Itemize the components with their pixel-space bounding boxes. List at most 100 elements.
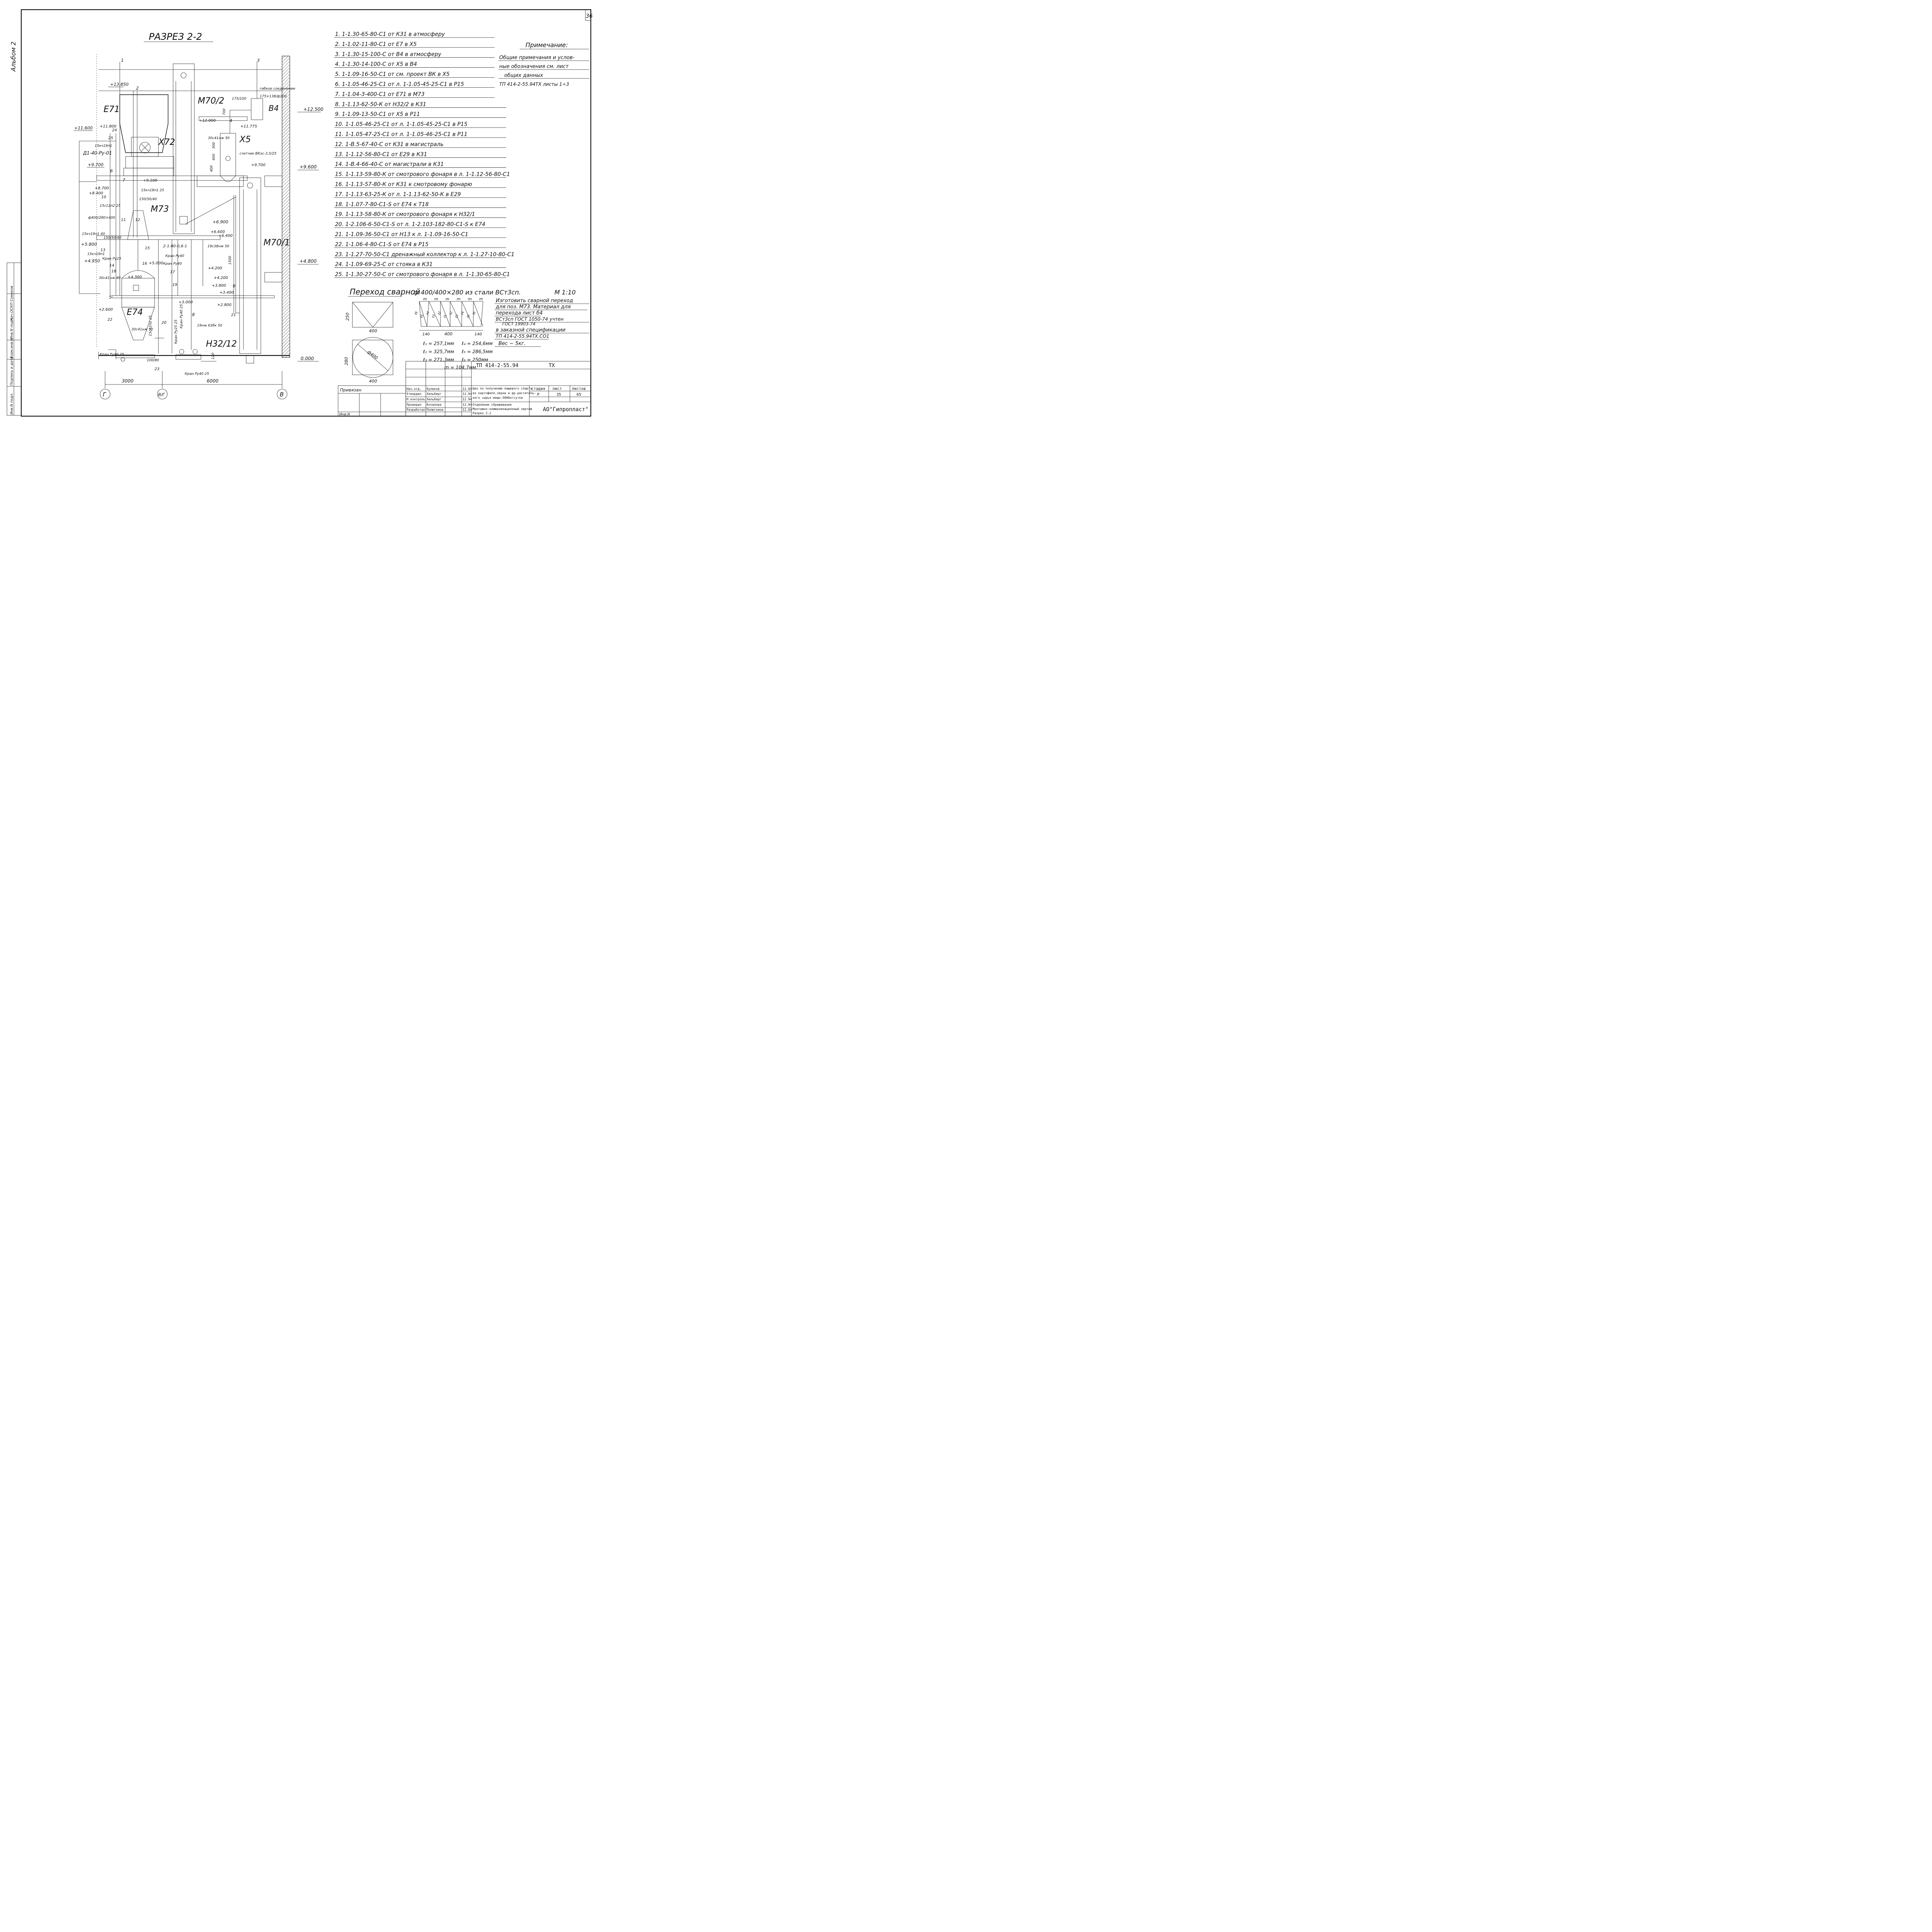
callout-15c12-25: 15с12п2 25 (149, 315, 153, 336)
m-mark: m (479, 297, 483, 301)
len-5: ℓ₅ = 286,5мм (461, 349, 493, 354)
callout-phi400: ф400/280×400 (88, 216, 115, 220)
sheet-number: 36 (586, 13, 593, 19)
num-17: 17 (170, 270, 175, 274)
pipeline-item-17: 17. 1-1.13-63-25-К от л. 1-1.13-62-50-К … (335, 191, 461, 197)
label-x72: Х72 (158, 138, 175, 147)
pipeline-item-12: 12. 1-В.5-67-40-С от К31 в магистраль (335, 141, 444, 148)
dim-w400: 400 (369, 328, 377, 333)
object-1: Цех по получению пищевого спирта (473, 387, 532, 390)
axis-v (277, 389, 287, 400)
ell-mark: ℓ4 (425, 311, 430, 316)
trans-desc-2: для поз. М73. Материал для (495, 304, 571, 310)
dim-d400: ф400 (366, 349, 379, 361)
m-mark: m (446, 297, 449, 301)
callout-kran40b: Кран Ру40 (163, 262, 182, 266)
title-block: ТП 414-2-55.94 ТХ Привязан Инв.N Нач.отд… (338, 361, 591, 417)
m-mark: m (423, 297, 427, 301)
side-stamp: Инв.N подл. Подпись и дата Взам.инв.N Ин… (7, 262, 22, 416)
dim-h250: 250 (345, 313, 350, 321)
title-date: 12.94 (463, 403, 472, 406)
transition-title: Переход сварной (350, 287, 420, 296)
pipeline-item-14: 14. 1-В.4-66-40-С от магистрали в К31 (335, 162, 444, 168)
title-role: Разработал (406, 408, 425, 412)
title-name: Полюткина (427, 408, 444, 412)
side-stamp-3: Взам.инв.N (10, 338, 14, 359)
title-name: Кочанова (427, 403, 442, 406)
pipeline-item-11: 11. 1-1.05-47-25-С1 от л. 1-1.05-46-25-С… (335, 131, 468, 138)
label-m70-2: М70/2 (198, 96, 224, 106)
side-stamp-1: Инв.N подл. (10, 393, 14, 415)
pipeline-item-9: 9. 1-1.09-13-50-С1 от Х5 в Р11 (335, 111, 420, 117)
elev-2800: +2.800 (217, 303, 231, 307)
axis-vg (157, 389, 168, 400)
dim-140a: 140 (422, 332, 430, 337)
dim-6000: 6000 (207, 378, 219, 384)
callout-15c12: 15с12п2 25 (100, 204, 121, 208)
title-role: Утвердил (406, 392, 422, 396)
len-4: ℓ₄ = 254,6мм (461, 341, 493, 346)
callout-meter: счетчик ВКос-3,5/25 (240, 152, 277, 156)
elev-6400: +6.400 (218, 234, 233, 238)
building-structure (79, 54, 290, 359)
num-13: 13 (100, 248, 105, 252)
pipeline-item-5: 5. 1-1.09-16-50-С1 от см. проект ВК в Х5 (335, 71, 450, 78)
pipeline-item-15: 15. 1-1.13-59-80-К от смотрового фонаря … (335, 172, 510, 178)
label-m70-1: М70/1 (264, 238, 290, 248)
num-5: 5 (109, 295, 112, 300)
callout-d140: Д1-40-Ру-01 (83, 150, 112, 156)
pipeline-item-18: 18. 1-1.07-7-80-С1-S от Е74 к Т18 (335, 201, 429, 207)
side-stamp-5: Нач.ОСКП Сомиков (10, 286, 14, 321)
callout-30c41-50b: 30с41нж 50 (131, 328, 153, 332)
num-21: 21 (231, 313, 236, 317)
pipeline-item-23: 23. 1-1.27-70-50-С1 дренажный коллектор … (335, 252, 514, 258)
stage-label: стадия (531, 387, 545, 391)
label-e71: Е71 (104, 105, 120, 114)
dim-120: 120 (211, 353, 215, 359)
callout-kran40d: Кран Ру40 25 (185, 372, 209, 376)
object-3: ного сырья мощн.5000л/сутки (473, 396, 523, 400)
axis-v-label: В (280, 391, 284, 398)
num-22: 22 (107, 318, 112, 322)
sheets-label: листов (572, 387, 586, 391)
drawing-sheet: 36 Альбом 2 Инв.N подл. Подпись и дата В… (7, 9, 593, 417)
title-date: 12.94 (463, 387, 472, 391)
callout-p175: 175/100 (232, 97, 247, 101)
side-stamp-2: Подпись и дата (10, 357, 14, 386)
elev-3400: +3.400 (219, 291, 234, 295)
pipes (108, 62, 251, 362)
callout-15kch-b: 15кч19п1 25 (141, 189, 164, 192)
num-16: 16 (142, 262, 147, 266)
m-mark: m (468, 297, 472, 301)
num-4: 4 (230, 118, 232, 123)
m-mark: m (434, 297, 438, 301)
num-11: 11 (121, 218, 126, 222)
inv-n: Инв.N (339, 413, 350, 417)
num-14: 14 (109, 264, 114, 268)
trans-desc-7: ТП 414-2-55.94ТХ.СО1 (496, 333, 549, 339)
callout-15kch-a: 15кч19п1 (95, 144, 112, 148)
num-19: 19 (172, 283, 177, 287)
pipe-numbers: 1 2 3 4 5 6 7 8 9 10 11 12 13 14 15 16 1… (100, 58, 260, 371)
elev-9600: +9.600 (299, 164, 317, 170)
label-b4: В4 (269, 104, 279, 113)
note-line-2: ные обозначения см. лист (499, 64, 569, 70)
note-title: Примечание: (526, 41, 568, 49)
num-2: 2 (136, 86, 139, 91)
elev-4200b: +4.200 (214, 276, 228, 280)
len-m: m = 104,7мм. (444, 365, 478, 370)
num-12: 12 (135, 218, 140, 222)
callout-kran25b: Кран Ру25 25 (174, 320, 178, 344)
num-1: 1 (121, 58, 124, 63)
trans-desc-3: перехода лист б4 (496, 310, 543, 316)
album-label: Альбом 2 (10, 41, 17, 72)
unit-b4-x5 (220, 62, 263, 182)
elev-3000: +3.000 (179, 300, 193, 304)
vessel-e74 (121, 210, 155, 340)
sheet-number-box (585, 9, 591, 21)
callout-15kch-c: 15кч19п1 40 (82, 232, 105, 236)
callout-flex-size: 175×138/ф100 (260, 95, 287, 99)
dim-700: 700 (223, 109, 226, 115)
ell-mark: ℓ1 (443, 314, 447, 319)
elevator-m70-2 (173, 63, 195, 234)
